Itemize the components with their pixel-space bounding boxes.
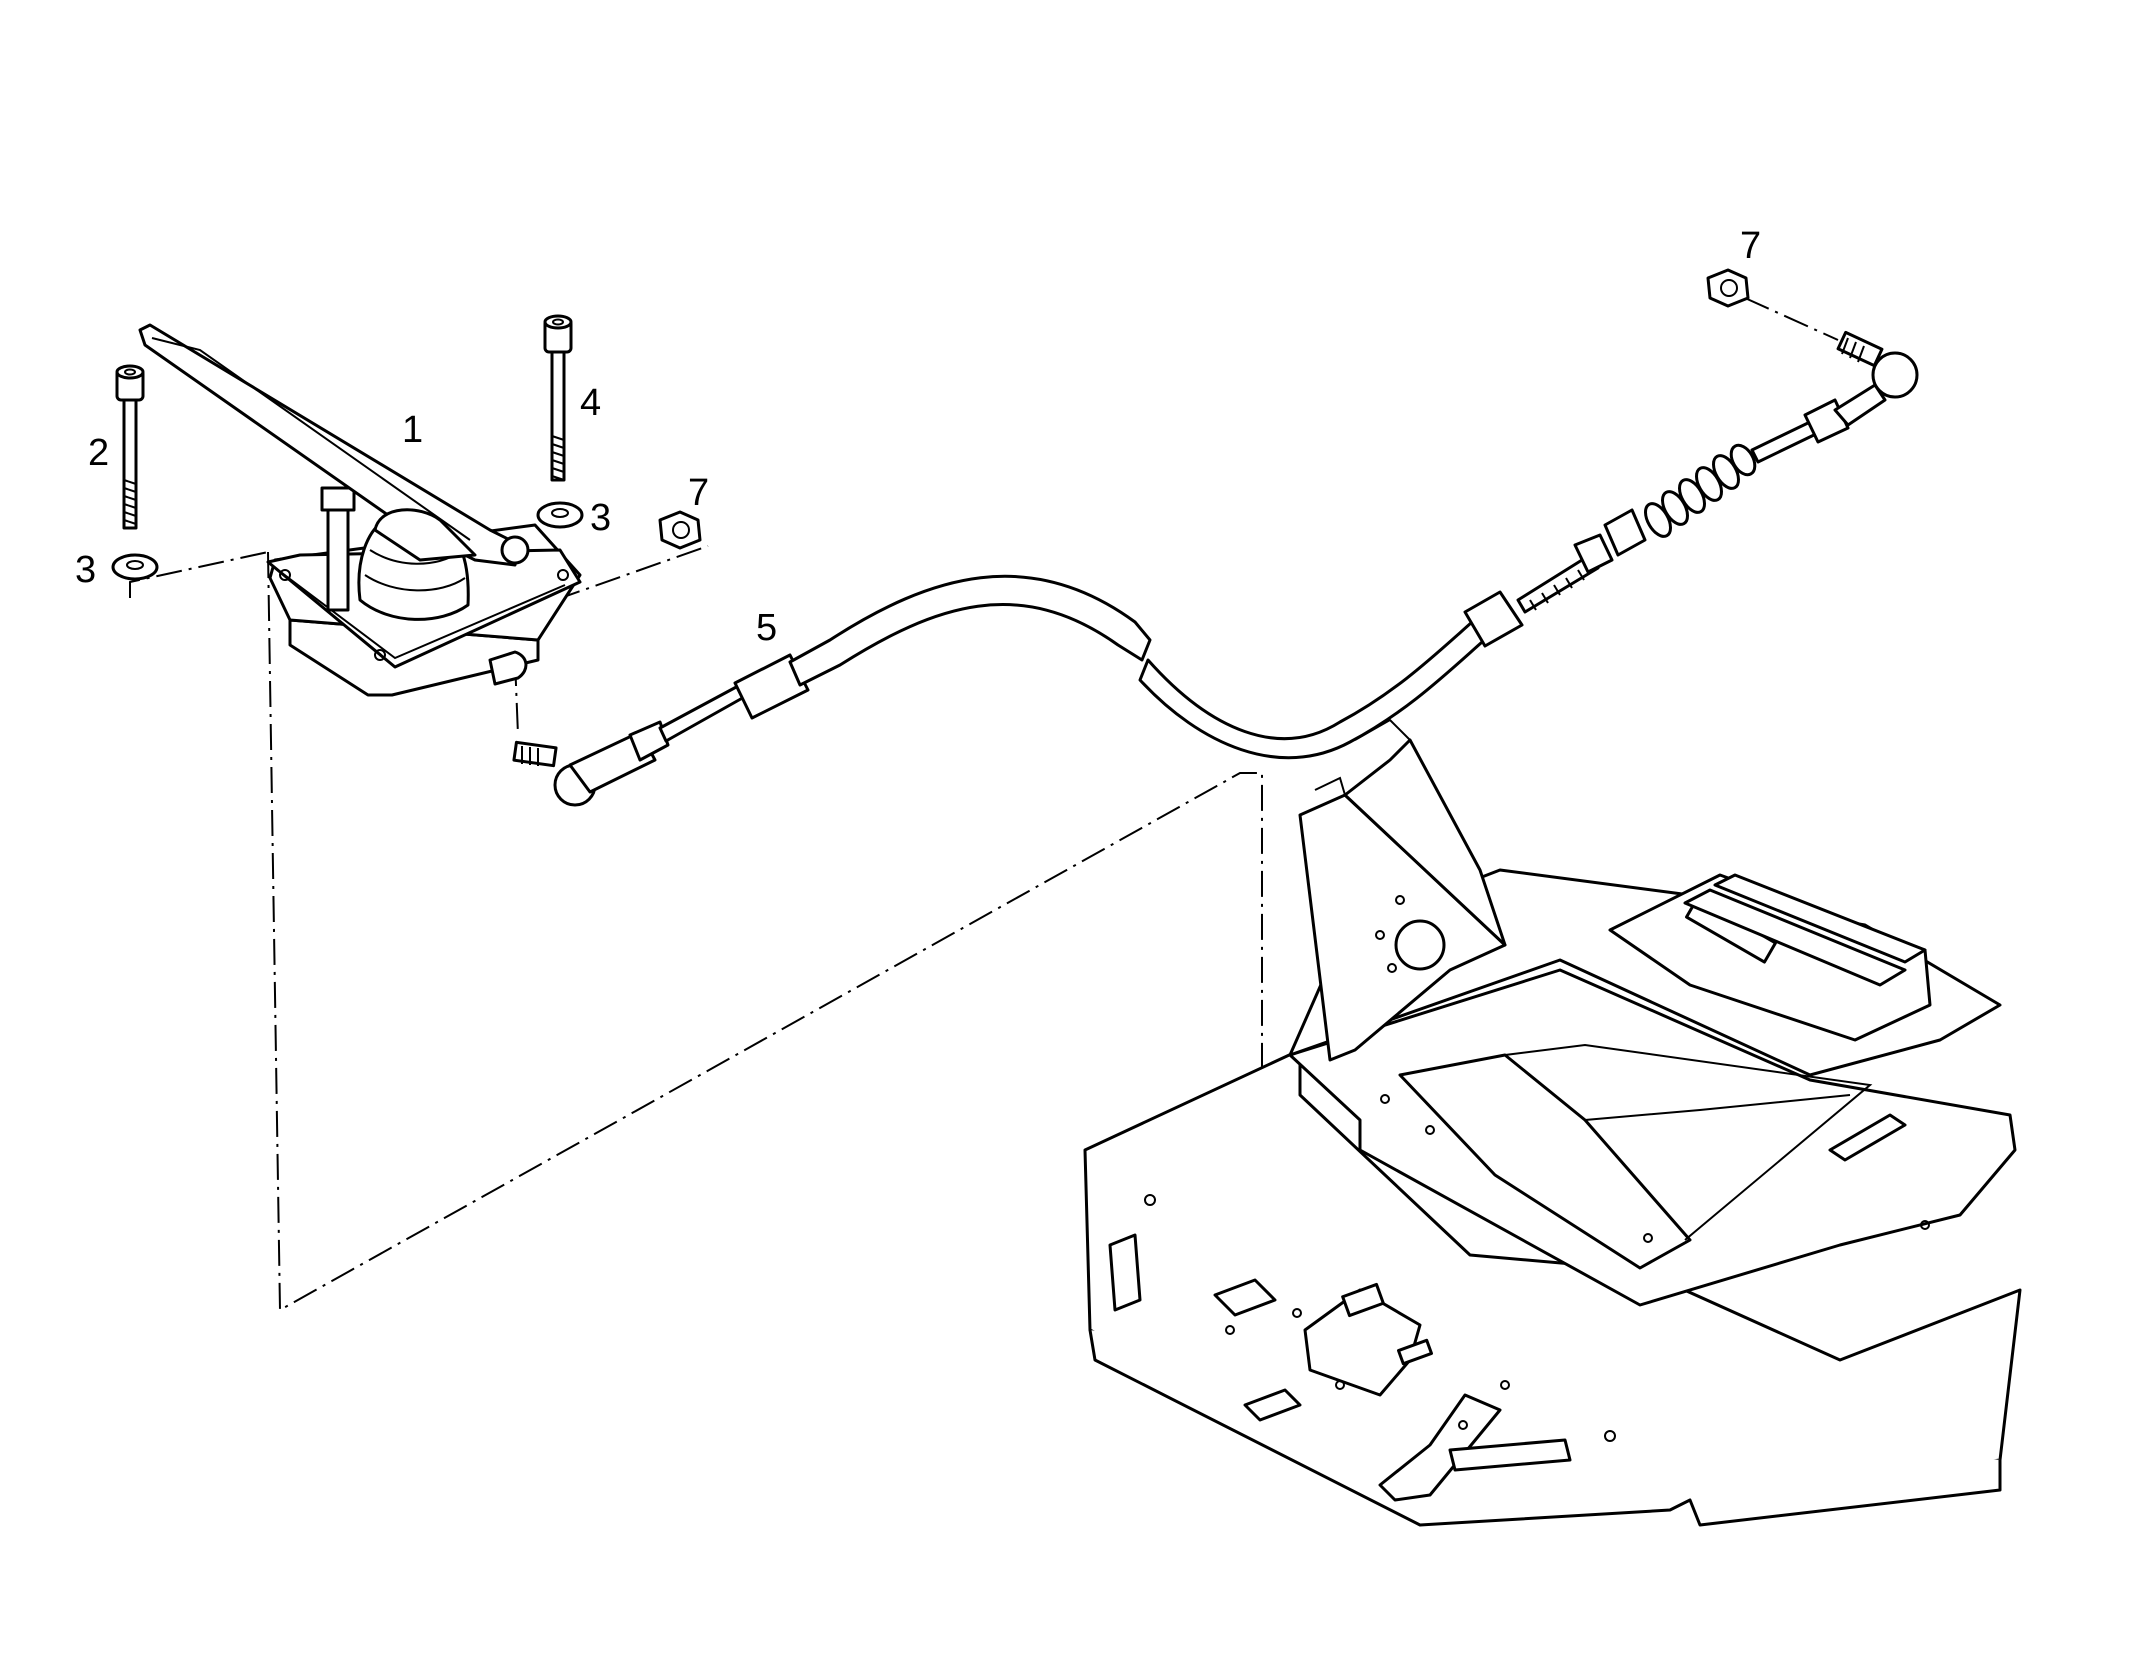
callout-labels: 1 2 3 3 4 5 7 7 <box>75 225 1761 649</box>
cable-spring <box>1644 443 1757 538</box>
cab-floor-assembly <box>1083 718 2022 1527</box>
cable-5 <box>512 330 1919 807</box>
callout-3-left: 3 <box>75 549 96 591</box>
nut-7-right <box>1706 268 1750 308</box>
washer-3-right <box>536 501 584 529</box>
bolt-4 <box>543 314 573 482</box>
pedal-assembly <box>138 323 582 697</box>
callout-7-right: 7 <box>1740 225 1761 267</box>
callout-4: 4 <box>580 382 601 424</box>
washer-3-left <box>111 553 159 581</box>
nut-7-left <box>658 510 702 550</box>
callout-5: 5 <box>756 607 777 649</box>
callout-2: 2 <box>88 432 109 474</box>
callout-7-left: 7 <box>688 472 709 514</box>
callout-3-right: 3 <box>590 497 611 539</box>
callout-1: 1 <box>402 409 423 451</box>
bolt-2 <box>115 364 145 530</box>
